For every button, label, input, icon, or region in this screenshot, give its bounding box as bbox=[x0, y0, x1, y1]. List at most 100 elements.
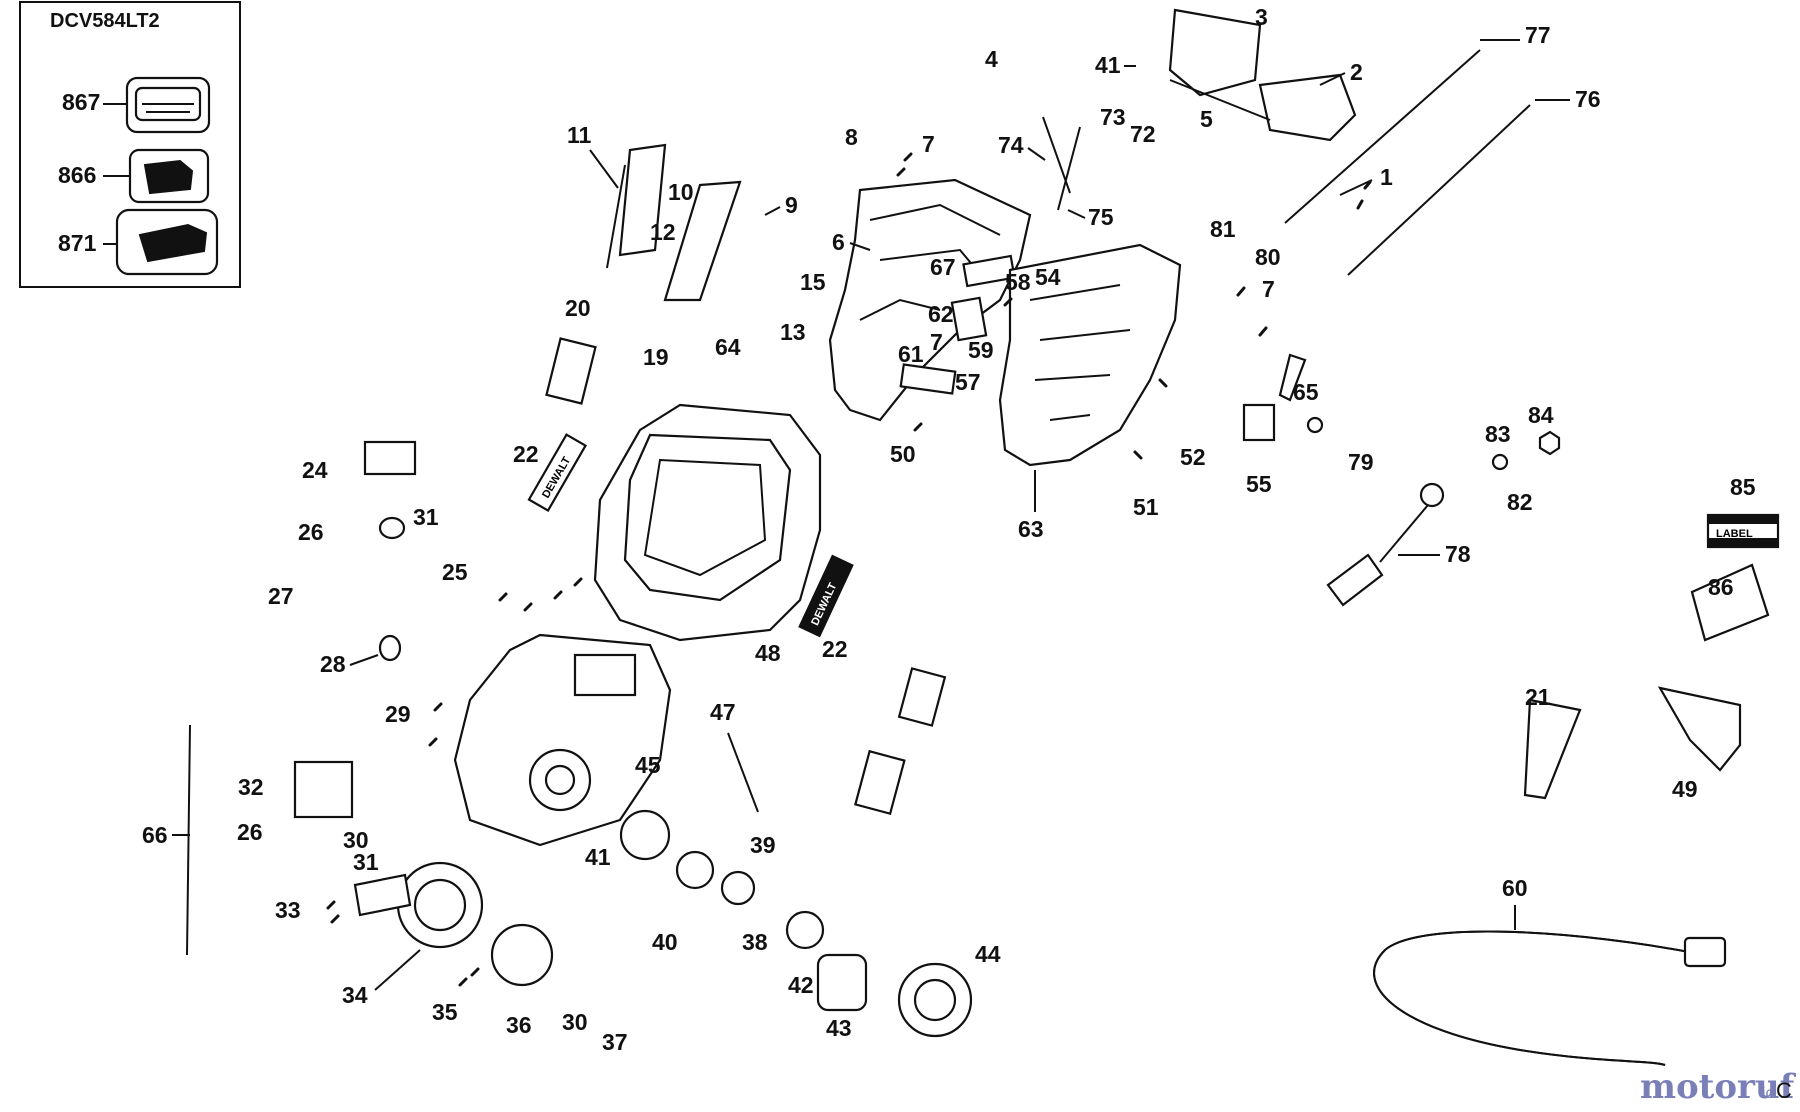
label-24: 24 bbox=[302, 457, 328, 483]
part-55 bbox=[1242, 403, 1276, 442]
label-34: 34 bbox=[342, 982, 368, 1008]
label-11: 11 bbox=[567, 122, 592, 148]
label-9: 9 bbox=[785, 192, 798, 218]
label-79: 79 bbox=[1348, 449, 1374, 475]
label-76: 76 bbox=[1575, 86, 1601, 112]
handle-left bbox=[618, 143, 667, 257]
strip-block-b bbox=[897, 667, 947, 727]
corner-mark: C bbox=[1776, 1078, 1792, 1103]
adapter-86 bbox=[1690, 563, 1770, 642]
crevice-tool-21 bbox=[1523, 698, 1582, 800]
label-55: 55 bbox=[1246, 471, 1272, 497]
label-80: 80 bbox=[1255, 244, 1281, 270]
label-33: 33 bbox=[275, 897, 301, 923]
label-37: 37 bbox=[602, 1029, 628, 1055]
label-7-a: 7 bbox=[922, 131, 935, 157]
label-81: 81 bbox=[1210, 216, 1236, 242]
rod-47 bbox=[727, 732, 759, 813]
filter-cap-40 bbox=[675, 850, 715, 890]
seal-ring-41 bbox=[619, 809, 671, 861]
label-13: 13 bbox=[780, 319, 806, 345]
label-8: 8 bbox=[845, 124, 858, 150]
washer-83 bbox=[1491, 453, 1509, 471]
label-78: 78 bbox=[1445, 541, 1471, 567]
small-fasteners bbox=[326, 152, 1372, 987]
label-40: 40 bbox=[652, 929, 678, 955]
label-83: 83 bbox=[1485, 421, 1511, 447]
kit-item-871: 871 bbox=[58, 230, 97, 256]
kit-model-title: DCV584LT2 bbox=[50, 10, 160, 32]
label-31-b: 31 bbox=[353, 849, 379, 875]
filter-43 bbox=[816, 953, 868, 1012]
rod-77 bbox=[1284, 49, 1481, 224]
disc-42 bbox=[785, 910, 825, 950]
label-7-c: 7 bbox=[930, 329, 943, 355]
label-39: 39 bbox=[750, 832, 776, 858]
label-7-b: 7 bbox=[1262, 276, 1275, 302]
label-48: 48 bbox=[755, 640, 781, 666]
tie-75 bbox=[1057, 126, 1081, 211]
label-50: 50 bbox=[890, 441, 916, 467]
label-12: 12 bbox=[650, 219, 676, 245]
floor-nozzle-49 bbox=[1657, 686, 1742, 772]
base-plate bbox=[453, 633, 672, 847]
label-63: 63 bbox=[1018, 516, 1044, 542]
label-84: 84 bbox=[1528, 402, 1554, 428]
label-66: 66 bbox=[142, 822, 168, 848]
label-20: 20 bbox=[565, 295, 591, 321]
kit-item-866: 866 bbox=[58, 162, 96, 188]
ring-39 bbox=[720, 870, 756, 906]
svg-text:ic: ic bbox=[1762, 1085, 1774, 1102]
label-77: 77 bbox=[1525, 22, 1551, 48]
label-4: 4 bbox=[985, 46, 998, 72]
kit-box: DCV584LT2 867 866 871 bbox=[19, 1, 241, 288]
label-2: 2 bbox=[1350, 59, 1363, 85]
label-28: 28 bbox=[320, 651, 346, 677]
label-6: 6 bbox=[832, 229, 845, 255]
label-51: 51 bbox=[1133, 494, 1159, 520]
label-3: 3 bbox=[1255, 4, 1268, 30]
label-22-a: 22 bbox=[513, 441, 539, 467]
label-1: 1 bbox=[1380, 164, 1393, 190]
nut-84 bbox=[1538, 430, 1561, 456]
motor-assembly bbox=[353, 861, 484, 949]
label-30-b: 30 bbox=[562, 1009, 588, 1035]
callouts: 3 2 4 41 5 77 76 1 73 72 74 75 8 7 11 10… bbox=[142, 4, 1756, 1055]
part-20 bbox=[545, 337, 597, 405]
label-54: 54 bbox=[1035, 264, 1061, 290]
label-35: 35 bbox=[432, 999, 458, 1025]
label-15: 15 bbox=[800, 269, 826, 295]
hose-60 bbox=[1373, 930, 1706, 1066]
rod-66 bbox=[186, 724, 191, 956]
label-75: 75 bbox=[1088, 204, 1114, 230]
label-27: 27 bbox=[268, 583, 294, 609]
part-32-frame bbox=[293, 760, 354, 819]
label-19: 19 bbox=[643, 344, 669, 370]
svg-text:LABEL: LABEL bbox=[1716, 528, 1753, 540]
label-5: 5 bbox=[1200, 106, 1213, 132]
label-62: 62 bbox=[928, 301, 954, 327]
rod-12 bbox=[606, 164, 626, 269]
plug-head-78 bbox=[1419, 482, 1445, 508]
label-73: 73 bbox=[1100, 104, 1126, 130]
label-82: 82 bbox=[1507, 489, 1533, 515]
disc-36 bbox=[490, 923, 554, 987]
label-57: 57 bbox=[955, 369, 981, 395]
label-64: 64 bbox=[715, 334, 741, 360]
label-86: 86 bbox=[1708, 574, 1734, 600]
part-65 bbox=[1278, 353, 1307, 402]
part-3 bbox=[1168, 8, 1262, 97]
kit-item-867: 867 bbox=[62, 89, 100, 115]
label-60: 60 bbox=[1502, 875, 1528, 901]
part-24 bbox=[363, 440, 417, 476]
label-44: 44 bbox=[975, 941, 1001, 967]
label-59: 59 bbox=[968, 337, 994, 363]
label-67: 67 bbox=[930, 254, 956, 280]
label-36: 36 bbox=[506, 1012, 532, 1038]
strip-block-a bbox=[854, 749, 906, 816]
ring-31 bbox=[378, 516, 406, 540]
label-31-a: 31 bbox=[413, 504, 439, 530]
ring-28 bbox=[378, 634, 402, 662]
label-74: 74 bbox=[998, 132, 1024, 158]
handle-right bbox=[663, 180, 742, 302]
